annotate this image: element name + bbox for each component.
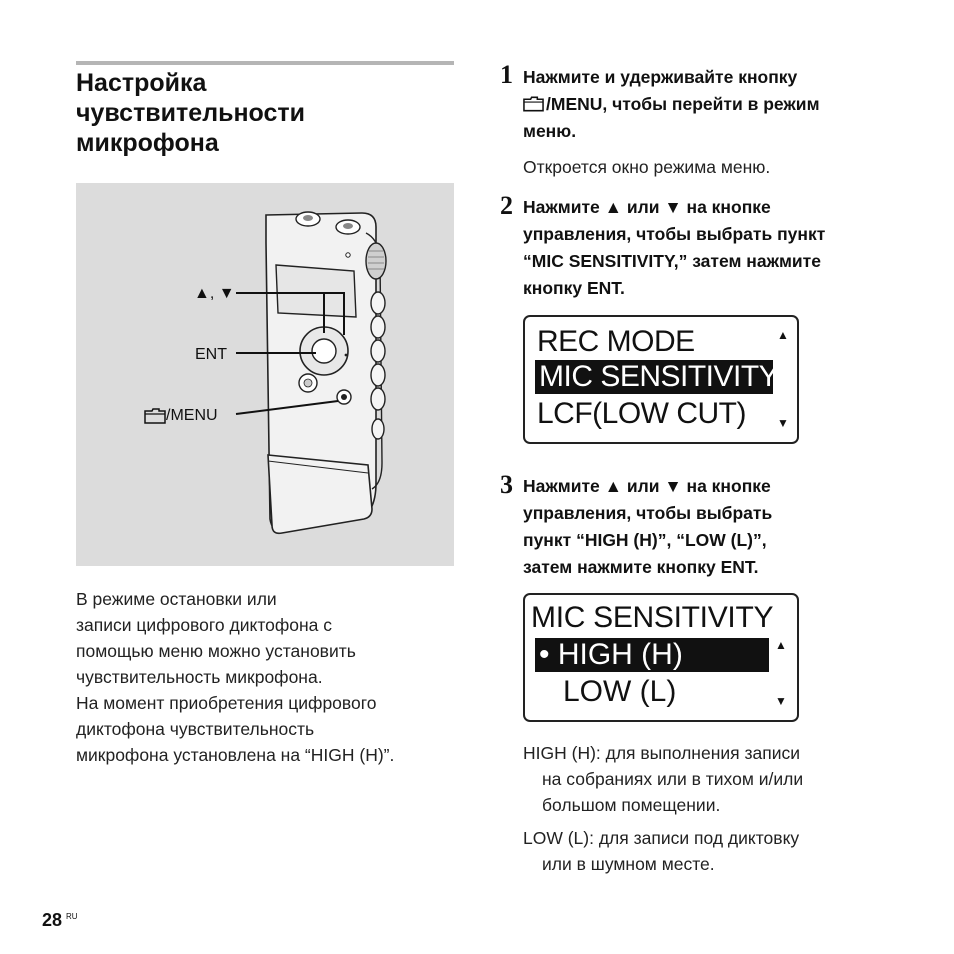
step-line: “MIC SENSITIVITY,” затем нажмите bbox=[523, 251, 821, 271]
step-line: Нажмите ▲ или ▼ на кнопке bbox=[523, 476, 771, 496]
section-title: Настройка чувствительности микрофона bbox=[76, 68, 454, 158]
definition-line: большом помещении. bbox=[542, 795, 721, 815]
step-line: управления, чтобы выбрать bbox=[523, 503, 773, 523]
device-figure: ▲, ▼ ENT /MENU bbox=[76, 183, 454, 566]
page-number: 28 bbox=[42, 910, 63, 930]
lcd-header: MIC SENSITIVITY bbox=[531, 601, 774, 634]
step-3-text: Нажмите ▲ или ▼ на кнопке управления, чт… bbox=[523, 473, 772, 581]
voice-recorder-illustration bbox=[235, 211, 387, 535]
step-1-note: Откроется окно режима меню. bbox=[523, 157, 771, 177]
definition-line: или в шумном месте. bbox=[542, 854, 715, 874]
title-line: чувствительности bbox=[76, 99, 306, 127]
intro-line: записи цифрового диктофона с bbox=[76, 615, 333, 635]
step-line: /MENU, чтобы перейти в режим bbox=[546, 94, 820, 114]
intro-line: микрофона установлена на “HIGH (H)”. bbox=[76, 745, 395, 765]
step-line: Нажмите ▲ или ▼ на кнопке bbox=[523, 197, 771, 217]
step-number: 3 bbox=[500, 470, 513, 499]
definition-high: HIGH (H): для выполнения записи на собра… bbox=[523, 740, 803, 818]
lcd-row: LOW (L) bbox=[563, 675, 677, 708]
title-rule bbox=[76, 61, 454, 65]
intro-line: чувствительность микрофона. bbox=[76, 667, 323, 687]
lcd-row-selected: MIC SENSITIVITY bbox=[535, 360, 779, 394]
step-number: 1 bbox=[500, 60, 513, 89]
step-line-with-icon: /MENU, чтобы перейти в режим bbox=[523, 91, 820, 118]
lcd-row: LCF(LOW CUT) bbox=[537, 397, 746, 430]
lcd-menu-display: REC MODE MIC SENSITIVITY LCF(LOW CUT) ▲ … bbox=[523, 315, 799, 444]
intro-line: помощью меню можно установить bbox=[76, 641, 356, 661]
folder-icon bbox=[144, 408, 166, 424]
definition-line: HIGH (H): для выполнения записи bbox=[523, 743, 801, 763]
step-line: меню. bbox=[523, 121, 577, 141]
scroll-down-icon: ▼ bbox=[777, 416, 789, 430]
definition-line: LOW (L): для записи под диктовку bbox=[523, 828, 800, 848]
step-number: 2 bbox=[500, 191, 513, 220]
scroll-up-icon: ▲ bbox=[775, 638, 787, 652]
step-2-text: Нажмите ▲ или ▼ на кнопке управления, чт… bbox=[523, 194, 825, 302]
step-line: затем нажмите кнопку ENT. bbox=[523, 557, 759, 577]
definition-low: LOW (L): для записи под диктовку или в ш… bbox=[523, 825, 799, 877]
intro-line: На момент приобретения цифрового bbox=[76, 693, 377, 713]
step-line: управления, чтобы выбрать пункт bbox=[523, 224, 826, 244]
updown-label: ▲, ▼ bbox=[194, 285, 235, 302]
scroll-down-icon: ▼ bbox=[775, 694, 787, 708]
intro-line: В режиме остановки или bbox=[76, 589, 277, 609]
menu-label-group: /MENU bbox=[144, 407, 238, 425]
title-line: Настройка bbox=[76, 69, 207, 97]
page-language: RU bbox=[66, 912, 78, 921]
lcd-sensitivity-display: MIC SENSITIVITY • HIGH (H) LOW (L) ▲ ▼ bbox=[523, 593, 799, 722]
menu-label: /MENU bbox=[166, 407, 218, 424]
step-line: кнопку ENT. bbox=[523, 278, 625, 298]
step-line: Нажмите и удерживайте кнопку bbox=[523, 67, 798, 87]
step-1-text: Нажмите и удерживайте кнопку /MENU, чтоб… bbox=[523, 64, 820, 145]
ent-label: ENT bbox=[195, 346, 227, 363]
scroll-up-icon: ▲ bbox=[777, 328, 789, 342]
intro-line: диктофона чувствительность bbox=[76, 719, 315, 739]
lcd-row-selected: • HIGH (H) bbox=[535, 638, 769, 672]
definition-line: на собраниях или в тихом и/или bbox=[542, 769, 804, 789]
folder-icon bbox=[523, 96, 544, 112]
step-line: пункт “HIGH (H)”, “LOW (L)”, bbox=[523, 530, 767, 550]
title-line: микрофона bbox=[76, 129, 219, 157]
lcd-row: REC MODE bbox=[537, 325, 695, 358]
intro-paragraph: В режиме остановки или записи цифрового … bbox=[76, 586, 454, 768]
